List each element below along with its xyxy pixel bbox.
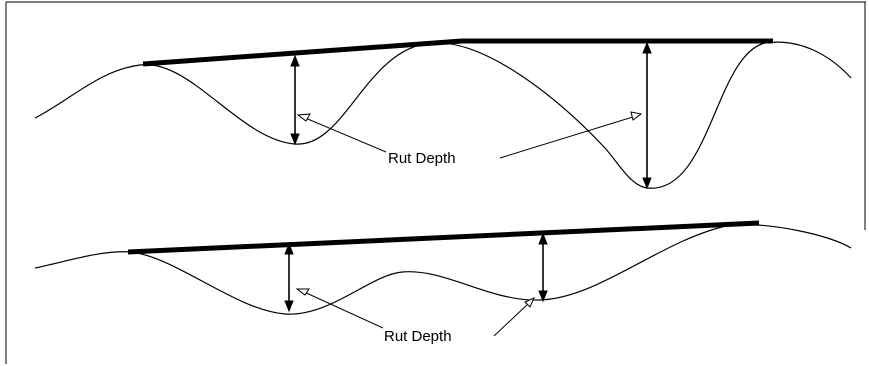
lower-leader-left (301, 290, 384, 329)
arrowhead-up-icon (284, 242, 294, 255)
upper-road-profile (34, 41, 852, 189)
lower-panel: Rut Depth (34, 220, 852, 345)
arrowhead-up-icon (290, 54, 300, 67)
arrowhead-up-icon (538, 232, 548, 245)
arrowhead-down-icon (284, 300, 294, 313)
lower-leader-right (493, 301, 531, 337)
arrowhead-down-icon (290, 133, 300, 146)
lower-straightedge (127, 220, 760, 255)
upper-straightedge (142, 38, 463, 67)
lower-rut-depth-dimension-left (284, 242, 294, 313)
upper-rut-depth-dimension-right (642, 41, 652, 190)
arrowhead-down-icon (642, 177, 652, 190)
frame (5, 1, 866, 364)
upper-rut-depth-dimension-left (290, 54, 300, 146)
lower-rut-depth-dimension-right (538, 232, 548, 303)
arrowhead-down-icon (538, 290, 548, 303)
upper-rut-depth-label: Rut Depth (388, 150, 456, 167)
upper-leader-right (499, 115, 637, 159)
open-arrowhead-icon (524, 297, 535, 308)
open-arrowhead-icon (295, 288, 310, 296)
open-arrowhead-icon (630, 111, 643, 121)
lower-rut-depth-label: Rut Depth (384, 328, 452, 345)
upper-panel: Rut Depth (34, 38, 852, 190)
open-arrowhead-icon (296, 113, 311, 122)
arrowhead-up-icon (642, 41, 652, 54)
upper-leader-left (302, 116, 387, 153)
